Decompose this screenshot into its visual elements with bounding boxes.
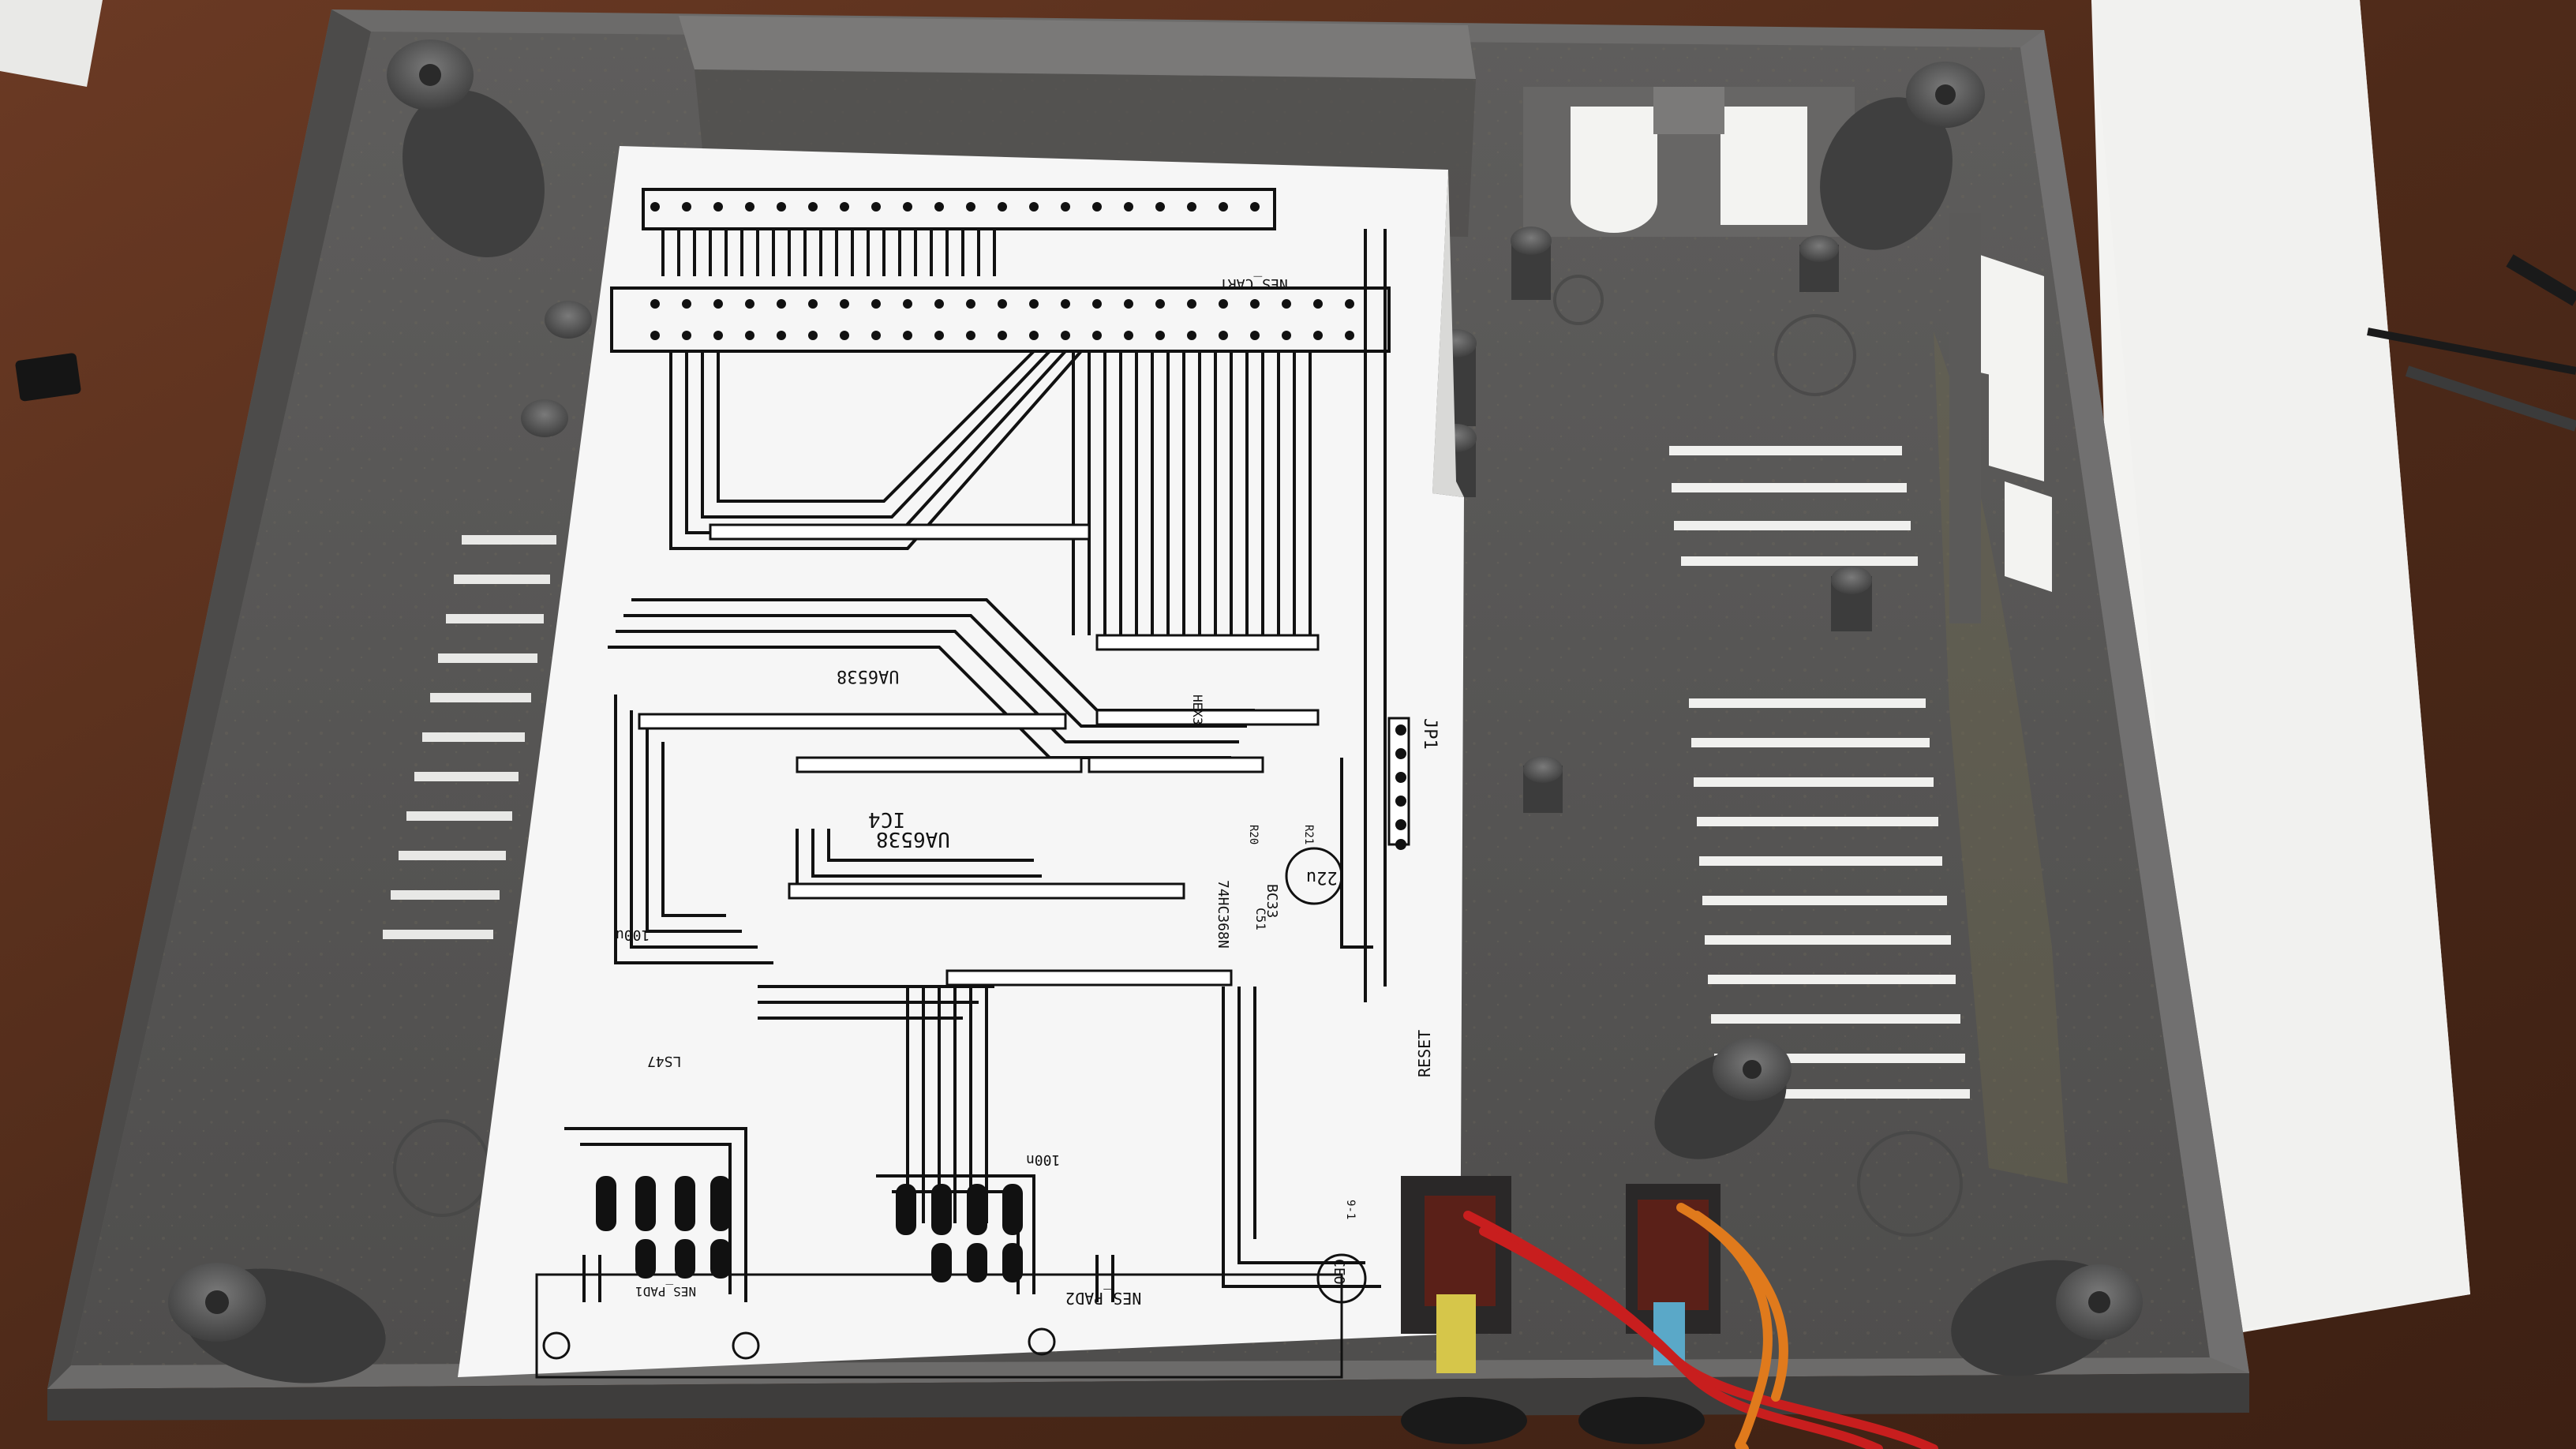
side-port-cutouts (1949, 213, 2052, 623)
back-wall (679, 16, 1476, 79)
pcb-label-ua6538-top: UA6538 (837, 666, 900, 686)
vent-slots-left (383, 535, 556, 939)
pcb-label-74hc368n: 74HC368N (1215, 880, 1231, 949)
pcb-label-reset: RESET (1415, 1029, 1434, 1077)
pcb-label-nes-pad2: NES_PAD2 (1065, 1289, 1142, 1308)
floor-circles (393, 275, 1963, 1237)
pcb-label-nes-cart: NES_CART (1219, 275, 1288, 292)
pcb-controller-footprints (596, 1176, 1023, 1282)
screw-posts (168, 39, 2143, 1383)
pcb-label-jp1: JP1 (1420, 718, 1440, 750)
pcb-label-r20: R20 (1247, 825, 1260, 845)
pcb-label-22u: 22u (1306, 867, 1338, 887)
small-black-part (15, 353, 81, 402)
pcb-label-c51: C51 (1253, 908, 1268, 930)
pcb-label-ls47: LS47 (647, 1053, 682, 1069)
pcb-label-100u: 100u (616, 927, 650, 943)
pcb-traces (564, 188, 1391, 1302)
vent-slots-right (1669, 446, 1970, 1099)
av-jacks (1401, 1176, 1720, 1444)
wires (1463, 1203, 1938, 1449)
pcb-label-ic4: IC4 (868, 807, 905, 831)
pcb-label-hex3: HEX3 (1190, 695, 1205, 725)
pcb-label-100n: 100n (1026, 1151, 1061, 1168)
pcb-ic-footprints (638, 523, 1410, 987)
screwdrivers (2367, 254, 2576, 432)
pcb-pads (650, 202, 1406, 850)
pcb-label-ua6538-main: UA6538 (876, 827, 950, 851)
pcb-label-r21: R21 (1302, 825, 1315, 845)
pcb-label-ceo: CEO (1331, 1259, 1347, 1285)
pcb-label-nes-pad1: NES_PAD1 (635, 1284, 697, 1299)
pcb-label-9-1: 9-1 (1344, 1200, 1357, 1220)
rear-port-cutouts (1523, 87, 1855, 237)
